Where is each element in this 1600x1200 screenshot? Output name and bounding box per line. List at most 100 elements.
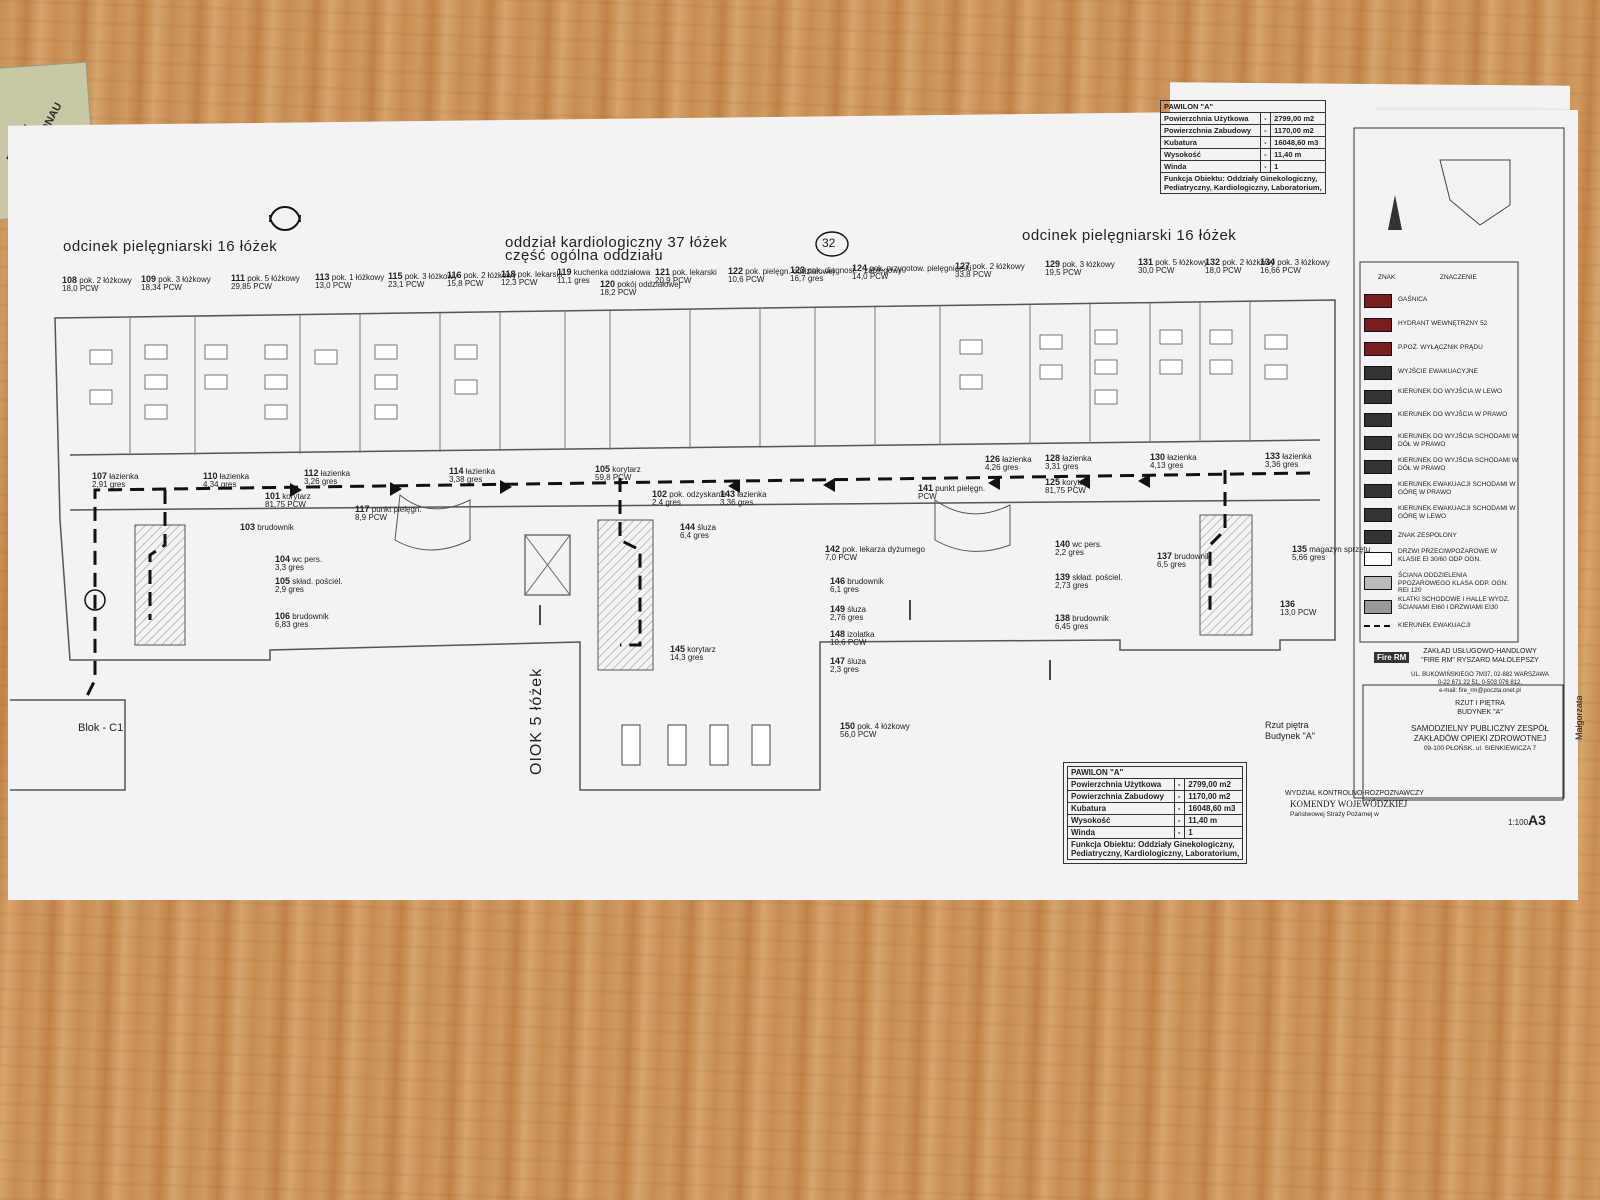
room-label: 103 brudownik	[240, 522, 294, 532]
info-value: 1170,00 m2	[1184, 790, 1244, 803]
info-dash: -	[1260, 160, 1272, 173]
legend-item: KIERUNEK DO WYJŚCIA W LEWO	[1398, 388, 1503, 395]
site-plan-shape	[1439, 159, 1511, 226]
info-dash: -	[1173, 814, 1186, 827]
info-value: 1170,00 m2	[1270, 124, 1326, 137]
info-title: PAWILON "A"	[1066, 766, 1244, 779]
legend-item: HYDRANT WEWNĘTRZNY 52	[1398, 320, 1488, 327]
legend-frame	[1353, 127, 1565, 801]
info-function: Funkcja Obiektu: Oddziały Ginekologiczny…	[1071, 840, 1235, 849]
legend-item: KIERUNEK DO WYJŚCIA SCHODAMI W DÓŁ W PRA…	[1398, 457, 1518, 472]
approval-line-3: Państwowej Straży Pożarnej w	[1290, 811, 1379, 818]
client-name-1: SAMODZIELNY PUBLICZNY ZESPÓŁ	[1411, 724, 1549, 733]
company-address-3: e-mail: fire_rm@poczta.onet.pl	[1439, 688, 1521, 694]
room-label: 117 punkt pielęgn.8,9 PCW	[355, 504, 422, 522]
legend-item: ŚCIANA ODDZIELENIA PPOŻAROWEGO KLASA ODP…	[1398, 572, 1509, 594]
floor-plan-sheet	[8, 110, 1578, 900]
legend-item: ZNAK ZESPOLONY	[1398, 532, 1457, 539]
info-value: 11,40 m	[1270, 148, 1326, 161]
oiok-beds	[621, 724, 771, 766]
info-function: Pediatryczny, Kardiologiczny, Laboratori…	[1164, 183, 1322, 192]
info-value: 16048,60 m3	[1270, 136, 1326, 149]
company-address-2: 0-22 671 22 51, 0-503 076 812,	[1437, 680, 1523, 686]
info-label: Wysokość	[1067, 814, 1175, 827]
power-switch-icon	[1364, 342, 1392, 356]
info-value: 2799,00 m2	[1184, 778, 1244, 791]
north-arrow-sketch	[269, 206, 301, 223]
info-value: 2799,00 m2	[1270, 112, 1326, 125]
evacuation-route	[83, 470, 1311, 701]
legend-item: WYJŚCIE EWAKUACYJNE	[1398, 368, 1478, 375]
legend-header-symbol: ZNAK	[1378, 274, 1396, 281]
info-function: Funkcja Obiektu: Oddziały Ginekologiczny…	[1164, 174, 1318, 183]
info-label: Powierzchnia Zabudowy	[1067, 790, 1175, 803]
corridor-wall-lower	[69, 499, 1321, 511]
info-dash: -	[1260, 136, 1272, 149]
company-name-1: ZAKŁAD USŁUGOWO-HANDLOWY	[1423, 648, 1537, 655]
info-function: Pediatryczny, Kardiologiczny, Laboratori…	[1071, 849, 1240, 858]
arrow-left-icon	[1364, 390, 1392, 404]
fire-exit-circle	[84, 589, 106, 611]
signature-name: Małgorzata	[1574, 695, 1584, 740]
plan-caption-2: Budynek "A"	[1265, 731, 1315, 741]
company-name-2: "FIRE RM" RYSZARD MAŁOLEPSZY	[1421, 657, 1539, 664]
company-address-1: UL. BUKOWIŃSKIEGO 7M37, 02-882 WARSZAWA	[1411, 672, 1549, 678]
info-label: Wysokość	[1159, 148, 1262, 161]
hydrant-icon	[1364, 318, 1392, 332]
building-outline	[54, 299, 1336, 791]
info-value: 1	[1270, 160, 1326, 173]
fire-wall-icon	[1364, 576, 1392, 590]
legend-item: KIERUNEK EWAKUACJI SCHODAMI W GÓRĘ W PRA…	[1398, 481, 1516, 496]
room-label: 105 skład. pościel.2,9 gres	[275, 576, 343, 594]
drawing-title-2: BUDYNEK "A"	[1457, 709, 1503, 716]
info-label: Powierzchnia Użytkowa	[1159, 112, 1262, 125]
info-label: Powierzchnia Zabudowy	[1159, 124, 1262, 137]
staircase-center	[597, 519, 654, 671]
drawing-scale: 1:100	[1508, 818, 1529, 827]
circled-number-outline	[815, 231, 849, 257]
legend-item: KIERUNEK EWAKUACJI	[1398, 622, 1471, 629]
fire-door-icon	[1364, 552, 1392, 566]
legend-item: KIERUNEK DO WYJŚCIA W PRAWO	[1398, 411, 1508, 418]
info-dash: -	[1260, 148, 1272, 161]
building-info-table-top: PAWILON "A" Powierzchnia Użytkowa - 2799,0…	[1159, 100, 1326, 194]
info-dash: -	[1173, 778, 1186, 791]
info-label: Winda	[1067, 826, 1175, 839]
info-value: 11,40 m	[1184, 814, 1244, 827]
stairs-down-right-icon	[1364, 436, 1392, 450]
drawing-title-1: RZUT I PIĘTRA	[1455, 700, 1505, 707]
nurse-station-left	[394, 494, 471, 551]
info-label: Kubatura	[1067, 802, 1175, 815]
legend-item: GAŚNICA	[1398, 296, 1428, 303]
info-title: PAWILON "A"	[1160, 100, 1326, 113]
